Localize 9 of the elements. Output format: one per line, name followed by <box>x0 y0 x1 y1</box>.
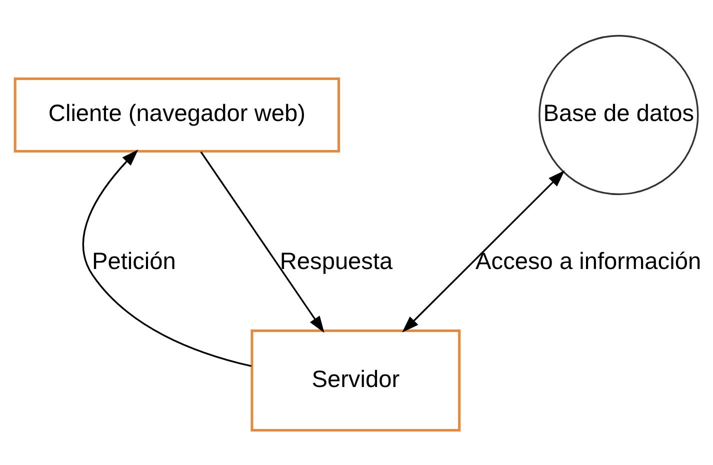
edge-label: Respuesta <box>280 248 393 274</box>
arrow <box>82 148 252 366</box>
node-box: Servidor <box>250 329 461 432</box>
edge-label: Petición <box>92 248 176 274</box>
edge-label: Acceso a información <box>476 248 702 274</box>
arrow <box>200 150 324 332</box>
node-box: Cliente (navegador web) <box>14 76 340 152</box>
node-circle: Base de datos <box>538 34 699 195</box>
arrow <box>402 170 565 332</box>
